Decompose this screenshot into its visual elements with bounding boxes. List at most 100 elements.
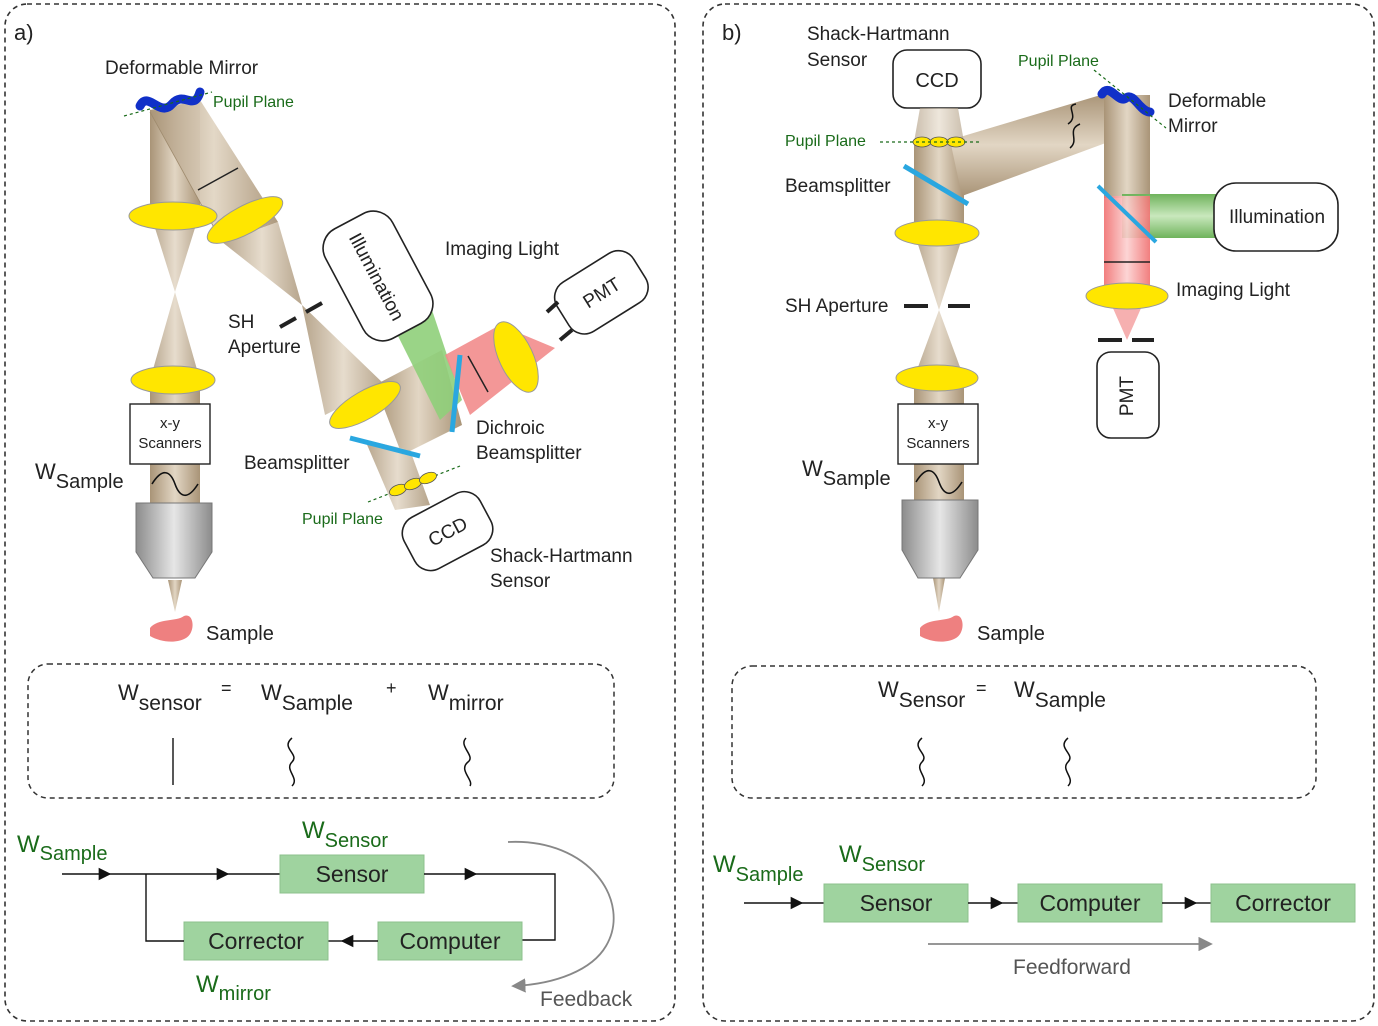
panel-b-imaging-beam (1104, 196, 1150, 290)
panel-b-lenslet-array (912, 136, 966, 148)
panel-a-pupil-plane-top-label: Pupil Plane (213, 94, 294, 111)
panel-b-pupil-plane-top-label: Pupil Plane (1018, 53, 1099, 70)
panel-a-eq-equals: = (221, 678, 232, 698)
panel-b-eq-sample-wave-icon (1063, 737, 1071, 787)
panel-a-sh-label: SH (228, 312, 254, 333)
panel-b-imaging-cone (1112, 306, 1142, 340)
panel-a-objective (135, 502, 213, 579)
panel-a-flow-input: WSample (17, 831, 107, 865)
panel-a-eq-w3: W (428, 680, 449, 705)
panel-a-eq-w-sensor: Wsensor (118, 680, 202, 715)
panel-b-diagonal-beam (950, 94, 1130, 196)
panel-a-eq-w2: W (261, 680, 282, 705)
panel-a-flow-sensor-w: W (302, 817, 325, 844)
panel-b-beam-wave-icon-top (1067, 103, 1077, 125)
panel-b-sh-aperture-label: SH Aperture (785, 296, 889, 317)
panel-b-equation-box (731, 665, 1317, 799)
panel-b-ccd-cone (914, 108, 964, 142)
panel-a-lens-2 (206, 196, 284, 244)
panel-a-flow-line-8 (145, 874, 184, 942)
panel-b-pmt-label: PMT (1117, 376, 1138, 417)
panel-b-eq-sensor-wave-icon (917, 737, 925, 787)
panel-a-illumination-box: Illumination (322, 210, 434, 342)
panel-a-sample-label: Sample (206, 623, 274, 645)
panel-a-eq-w-sample: WSample (261, 680, 353, 715)
panel-a-flow-mirror-w-label: Wmirror (196, 971, 271, 1005)
panel-a-imaging-line (467, 355, 489, 393)
panel-a-sh-aperture-left (279, 316, 297, 329)
panel-a-flow-mirror-sub: mirror (219, 983, 272, 1005)
panel-a-scanners-label-1: x-y (160, 415, 180, 432)
panel-a-label: a) (14, 20, 34, 45)
panel-b-shack-label-2: Sensor (807, 50, 868, 71)
panel-b-corrector-block-label: Corrector (1235, 890, 1331, 916)
panel-a-sensor-block-label: Sensor (316, 861, 389, 887)
panel-b-deformable-mirror (1097, 85, 1155, 117)
panel-a-feedback-arrow (507, 841, 615, 993)
panel-b-scanners-label-2: Scanners (906, 435, 969, 452)
panel-a-border (4, 3, 676, 1022)
panel-a-scanners-label-2: Scanners (138, 435, 201, 452)
panel-b-pmt-box (1096, 351, 1160, 439)
panel-b-eq-w1-sub: Sensor (899, 689, 966, 712)
panel-a-feedback-label: Feedback (540, 988, 633, 1011)
panel-a-eq-w2-sub: Sample (282, 692, 353, 715)
panel-a-lens-1 (128, 201, 218, 231)
panel-b-wave-icon (915, 469, 963, 495)
panel-a-eq-plus: + (386, 678, 397, 698)
panel-b-eq-w2: W (1014, 677, 1035, 702)
panel-a-eq-w-mirror: Wmirror (428, 680, 504, 715)
panel-b-lens-2 (895, 364, 979, 392)
panel-a-corrector-block (183, 921, 329, 961)
panel-a-pmt-aperture-bottom (558, 328, 574, 342)
panel-a-scanners-box (129, 403, 211, 465)
panel-b-sample-label: Sample (977, 623, 1045, 645)
panel-b-scanners-label-1: x-y (928, 415, 948, 432)
panel-a-dichroic-beamsplitter (449, 354, 463, 433)
panel-a-lens-4 (329, 381, 401, 429)
panel-b-eq-w2-sub: Sample (1035, 689, 1106, 712)
panel-a-shack-label-1: Shack-Hartmann (490, 546, 633, 567)
panel-b-flow-sensor-sub: Sensor (862, 854, 926, 876)
panel-a-eq-w3-sub: mirror (449, 692, 504, 715)
panel-b-corrector-block (1210, 883, 1356, 923)
panel-a-shack-label-2: Sensor (490, 571, 551, 592)
panel-b-label: b) (722, 20, 742, 45)
panel-a-computer-block-label: Computer (400, 928, 501, 954)
panel-a-w-main: W (35, 459, 56, 484)
panel-a-illumination-beam (395, 310, 462, 420)
panel-b-flow-sensor-w-label: WSensor (839, 841, 925, 876)
panel-a-lens-5 (493, 321, 539, 393)
panel-b-mirror-vertical-beam (1104, 95, 1150, 198)
panel-b-deformable-label-2: Mirror (1168, 116, 1218, 137)
panel-a-beamsplitter (349, 435, 421, 459)
panel-b-flow-input-w: W (713, 851, 736, 878)
panel-a-lenslet-array (389, 471, 437, 497)
panel-b-beam-wave-icon (1069, 123, 1081, 149)
panel-b-objective (901, 499, 979, 579)
panel-a-flow-input-sub: Sample (40, 843, 108, 865)
panel-a-eq-w1: W (118, 680, 139, 705)
panel-a-corrector-block-label: Corrector (208, 928, 304, 954)
panel-a-beamsplitter-label: Beamsplitter (244, 453, 350, 474)
panel-b-illumination-label: Illumination (1229, 207, 1325, 228)
panel-b-ccd-label: CCD (915, 70, 958, 92)
panel-a-w-label: WSample (35, 459, 124, 493)
panel-a-flow-input-w: W (17, 831, 40, 858)
panel-b-w-sub: Sample (823, 468, 891, 490)
panel-a-computer-block (377, 921, 523, 961)
panel-b-illumination-box (1213, 182, 1339, 252)
panel-b-computer-block-label: Computer (1040, 890, 1141, 916)
panel-a-eq-sample-wave-icon (287, 737, 295, 787)
panel-a-equation-box (27, 663, 615, 799)
panel-b-imaging-light-label: Imaging Light (1176, 280, 1291, 301)
panel-b-computer-block (1017, 883, 1163, 923)
panel-a-dichroic-label-2: Beamsplitter (476, 443, 582, 464)
panel-b-beamsplitter-label: Beamsplitter (785, 176, 891, 197)
panel-b-eq-w-sample: WSample (1014, 677, 1106, 712)
panel-a-sh-aperture-right (305, 301, 323, 314)
panel-a-eq-w1-sub: sensor (139, 692, 202, 715)
panel-a-sensor-block (279, 854, 425, 894)
panel-a-lens-3 (130, 365, 216, 395)
